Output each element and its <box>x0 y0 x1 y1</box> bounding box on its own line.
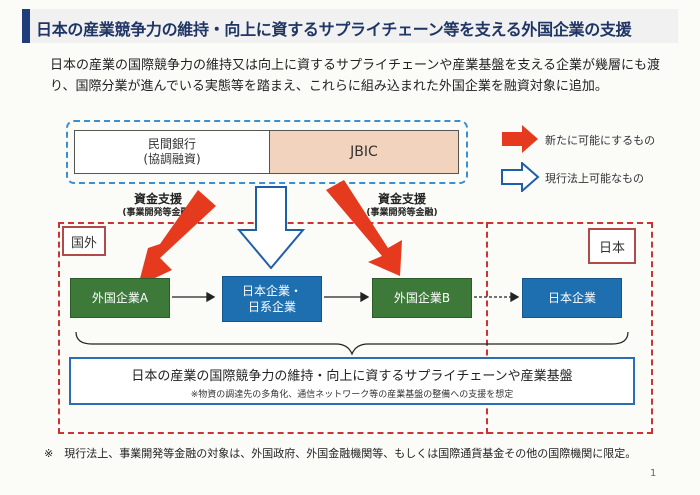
title-bar <box>22 9 678 43</box>
node-japanese-affiliate: 日本企業・ 日系企業 <box>222 276 322 322</box>
red-arrow-icon-left <box>138 190 216 286</box>
white-arrow-icon-down <box>236 186 306 270</box>
node-japan-company: 日本企業 <box>522 278 622 318</box>
region-divider <box>486 222 488 434</box>
lenders-group <box>66 120 468 184</box>
funding-right-main: 資金支援 <box>377 192 426 206</box>
footnote: ※ 現行法上、事業開発等金融の対象は、外国政府、外国金融機関等、もしくは国際通貨… <box>44 447 637 460</box>
region-overseas-label: 国外 <box>62 226 106 256</box>
supply-chain-box: 日本の産業の国際競争力の維持・向上に資するサプライチェーンや産業基盤 ※物資の調… <box>69 357 635 405</box>
region-japan-label: 日本 <box>588 228 636 264</box>
funding-right-sub: (事業開発等金融) <box>366 208 438 218</box>
funding-left-main: 資金支援 <box>133 192 182 206</box>
node-japanese-affiliate-line2: 日系企業 <box>247 300 296 314</box>
node-japan-company-label: 日本企業 <box>547 291 596 305</box>
private-bank-sublabel: (協調融資) <box>143 152 201 166</box>
node-foreign-company-b: 外国企業B <box>372 278 472 318</box>
legend-existing-arrow-icon <box>501 162 540 192</box>
intro-text: 日本の産業の国際競争力の維持又は向上に資するサプライチェーンや産業基盤を支える企… <box>50 58 660 94</box>
red-arrow-icon-right <box>326 180 402 276</box>
jbic-box: JBIC <box>270 130 459 174</box>
jbic-label: JBIC <box>350 144 378 160</box>
legend-new-arrow-icon <box>502 125 538 153</box>
funding-label-right: 資金支援 (事業開発等金融) <box>352 192 452 220</box>
funding-left-sub: (事業開発等金融) <box>122 208 194 218</box>
page-title: 日本の産業競争力の維持・向上に資するサプライチェーン等を支える外国企業の支援 <box>36 20 632 39</box>
node-foreign-company-a-label: 外国企業A <box>91 291 149 305</box>
node-foreign-company-a: 外国企業A <box>70 278 170 318</box>
node-japanese-affiliate-line1: 日本企業・ <box>241 284 302 298</box>
supply-chain-note: ※物資の調達先の多角化、通信ネットワーク等の産業基盤の整備への支援を想定 <box>190 390 514 400</box>
flow-arrows <box>172 291 520 303</box>
private-bank-box: 民間銀行 (協調融資) <box>74 130 270 174</box>
brace-icon <box>75 331 629 356</box>
legend-existing-label: 現行法上可能なもの <box>545 172 644 185</box>
legend-new-label: 新たに可能にするもの <box>545 134 656 147</box>
page-number: 1 <box>650 468 657 479</box>
funding-label-left: 資金支援 (事業開発等金融) <box>108 192 208 220</box>
private-bank-label: 民間銀行 <box>147 137 196 151</box>
supply-chain-title: 日本の産業の国際競争力の維持・向上に資するサプライチェーンや産業基盤 <box>131 369 573 384</box>
node-foreign-company-b-label: 外国企業B <box>393 291 451 305</box>
